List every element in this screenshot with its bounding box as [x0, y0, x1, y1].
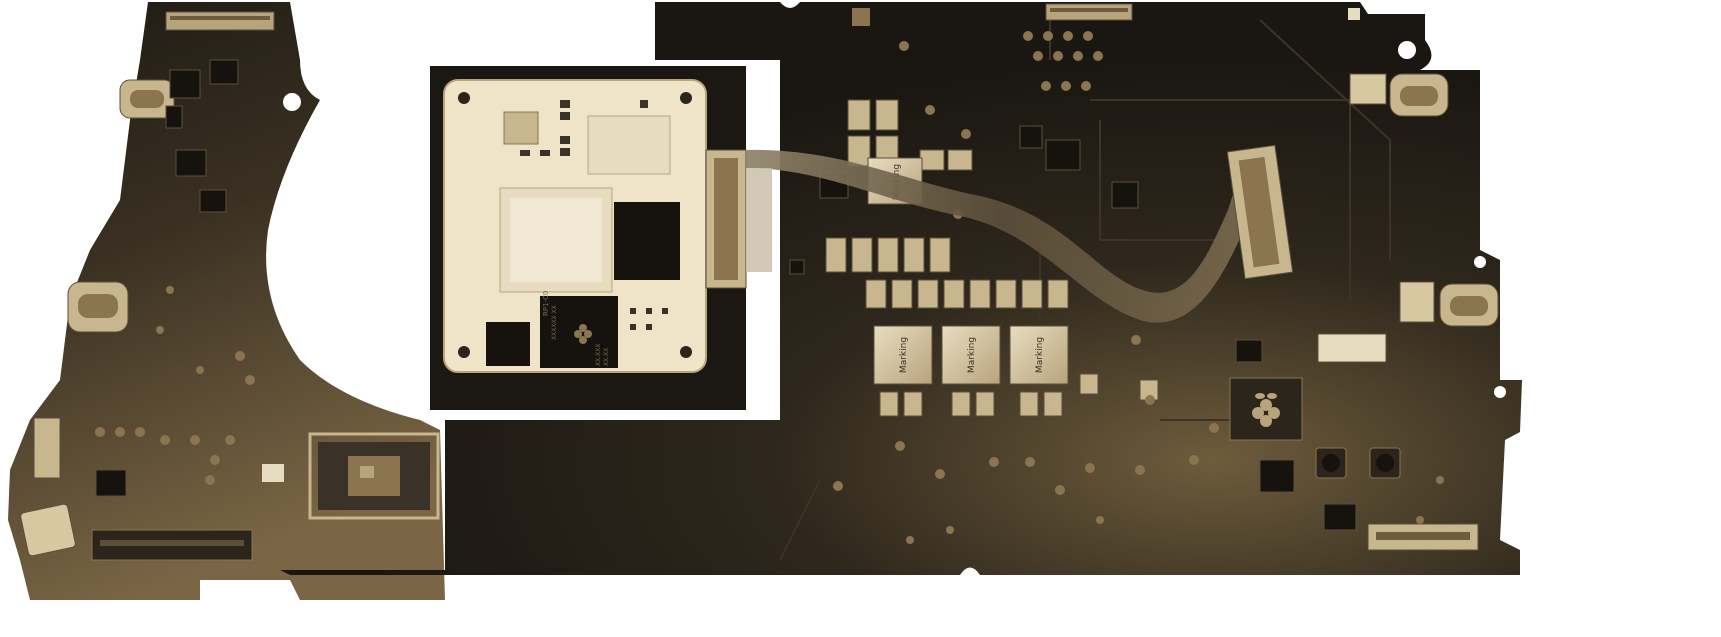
raspberry-logo-icon-module — [574, 324, 592, 344]
svg-text:Marking: Marking — [967, 337, 977, 373]
rp1-label-1: RP1-C0 — [542, 291, 550, 316]
flex-cable-end-module — [746, 168, 772, 272]
module-small-chip — [503, 111, 539, 145]
svg-text:Marking: Marking — [899, 337, 909, 373]
raspberry-logo-icon — [1252, 393, 1280, 427]
module-flash-chip — [614, 202, 680, 280]
button-left-corner — [20, 503, 76, 557]
tactile-button-2 — [1369, 447, 1401, 479]
ffc-connector-top-left — [165, 11, 275, 31]
ic-cluster-main — [789, 125, 1357, 531]
rp1-label-3: XX.XXX — [595, 344, 602, 366]
usb-c-connector-left-1 — [119, 79, 175, 119]
connector-block-right-2 — [1399, 281, 1435, 323]
module-small-passives — [520, 100, 668, 330]
svg-text:Marking: Marking — [1035, 337, 1045, 373]
module-memory-chip — [587, 115, 671, 175]
usb-c-connector-right-1 — [1389, 73, 1449, 117]
usb-c-connector-left-2 — [67, 281, 129, 333]
mounting-hole — [283, 93, 301, 111]
rp1-label-2: XXXXXX XX — [551, 305, 558, 340]
passive-components — [825, 99, 1159, 417]
tactile-button-1 — [1315, 447, 1347, 479]
inductor-2: Marking — [941, 325, 1001, 385]
module-mounting-holes — [458, 92, 692, 358]
connector-block-right-1 — [1349, 73, 1387, 105]
inductor-3: Marking — [1009, 325, 1069, 385]
small-ic-top — [852, 8, 870, 26]
inductor-1: Marking — [873, 325, 933, 385]
usb-c-connector-right-2 — [1439, 283, 1499, 327]
rp1-label-4: XX.XX — [603, 348, 610, 366]
flex-cable — [746, 149, 1260, 323]
jst-connector-right — [1317, 333, 1387, 363]
module-bottom-chip — [486, 322, 530, 366]
side-connector-left — [33, 417, 61, 479]
small-component — [262, 464, 284, 482]
bga-chip-left — [308, 432, 440, 520]
led-top-right — [1348, 8, 1360, 20]
